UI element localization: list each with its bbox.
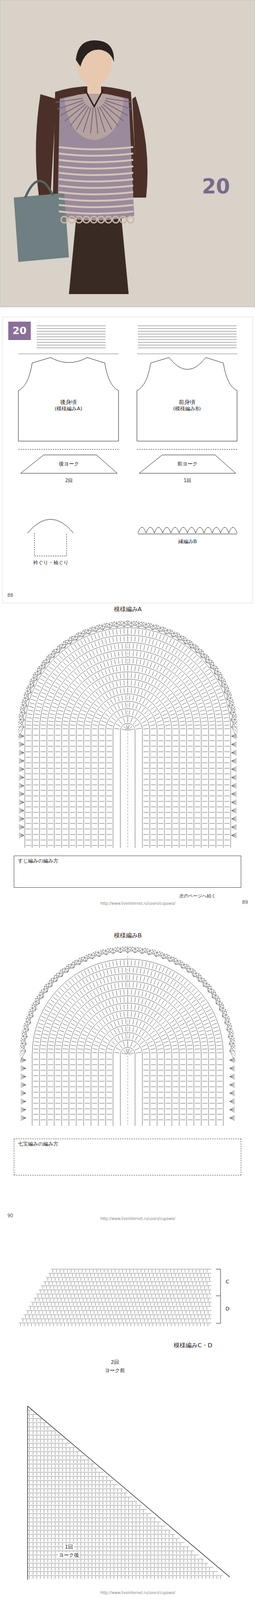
continuation-note: 次のページへ続く <box>178 893 217 899</box>
method-box: すじ編みの編み方 <box>13 855 242 888</box>
page-number: 89 <box>241 899 250 906</box>
piece-name: 前ヨーク <box>177 460 198 467</box>
watermark: http://www.liveinternet.ru/users/cupawa/ <box>99 1590 176 1596</box>
repeat-note: 1回 <box>182 477 193 484</box>
diagram-caption: 縁編みB <box>177 538 199 545</box>
watermark: http://www.liveinternet.ru/users/cupawa/ <box>99 1216 176 1222</box>
piece-name: 前身頃 <box>178 398 196 406</box>
back-yoke-piece: 後ヨーク <box>45 458 92 470</box>
chart-title: 模様編みC・D <box>172 1341 214 1349</box>
repeat-note: 1回 <box>63 1543 74 1550</box>
front-body-piece: 前身頃(模様編みB) <box>157 395 217 416</box>
repeat-note: 2回 <box>109 1359 120 1366</box>
method-box: 七宝編みの編み方 <box>13 1138 242 1176</box>
stitch-pattern-name: (模様編みB) <box>173 405 201 412</box>
back-body-piece: 後身頃(模様編みA) <box>38 395 99 416</box>
piece-name: 後ヨーク <box>58 460 80 467</box>
stitch-pattern-name: (模様編みA) <box>54 405 83 412</box>
chart-title: 模様編みB <box>113 931 143 940</box>
diagram-caption: 衿ぐり・袖ぐり <box>32 559 70 566</box>
piece-name: 20 <box>12 324 27 337</box>
front-yoke-piece: 前ヨーク <box>164 458 211 470</box>
watermark: http://www.liveinternet.ru/users/cupawa/ <box>99 901 176 907</box>
repeat-note: 2回 <box>64 477 74 484</box>
chart-part-letter: D <box>224 1305 231 1312</box>
yoke-label: ヨーク後 <box>57 1552 80 1559</box>
chart-part-letter: C <box>224 1278 231 1285</box>
pattern-number-badge: 20 <box>8 321 31 340</box>
chart-title: 模様編みA <box>113 605 143 613</box>
piece-name: 後身頃 <box>60 398 77 406</box>
yoke-label: ヨーク前 <box>103 1367 126 1374</box>
page-number: 88 <box>6 592 15 599</box>
page-number: 90 <box>6 1212 15 1219</box>
pattern-number: 20 <box>200 174 231 199</box>
piece-name: 七宝編みの編み方 <box>17 1140 59 1147</box>
piece-name: すじ編みの編み方 <box>17 857 59 864</box>
